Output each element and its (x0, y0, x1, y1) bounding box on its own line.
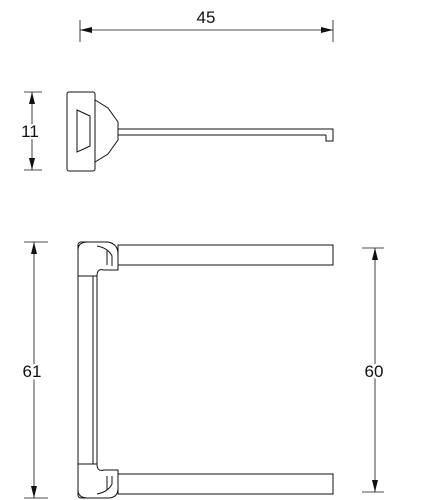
side-view-wall-plate (66, 91, 96, 172)
width-arrow-left (80, 27, 92, 33)
overall-height-arrow-top (31, 242, 37, 254)
front-view-top-mount-chamfer (96, 245, 113, 266)
arm-spacing-arrow-bottom (372, 480, 378, 492)
front-view-wall-bar (77, 241, 98, 499)
side-height-label: 11 (21, 122, 39, 141)
side-view (66, 91, 334, 172)
width-arrow-right (321, 27, 333, 33)
side-view-arm-end (325, 128, 334, 142)
side-height-arrow-bottom (29, 158, 35, 170)
overall-height-arrow-bottom (31, 486, 37, 498)
side-view-arm (117, 128, 334, 136)
front-view-bottom-arm (117, 473, 334, 495)
arm-spacing-dimension: 60 (362, 247, 386, 493)
side-view-mount-chamfer (76, 109, 91, 153)
arm-spacing-arrow-top (372, 248, 378, 260)
width-dimension: 45 (79, 8, 334, 42)
width-label: 45 (197, 8, 216, 27)
front-view-top-arm (117, 244, 334, 266)
overall-height-label: 61 (23, 362, 42, 381)
arm-spacing-label: 60 (365, 362, 384, 381)
side-view-mount-body (94, 99, 119, 163)
front-view (77, 241, 334, 499)
side-height-dimension: 11 (19, 91, 42, 171)
overall-height-dimension: 61 (20, 241, 48, 499)
side-height-arrow-top (29, 92, 35, 104)
